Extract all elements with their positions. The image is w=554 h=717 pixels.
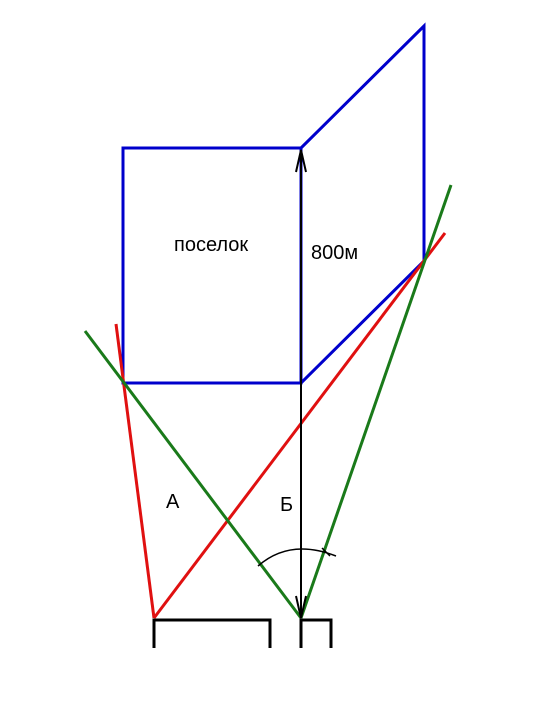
red-line-a-left	[114, 323, 156, 619]
angle-arc	[257, 548, 337, 567]
distance-label: 800м	[311, 242, 358, 264]
angle-arc-tick	[321, 547, 331, 557]
green-sight-lines	[83, 184, 453, 619]
point-a-label: А	[166, 491, 180, 513]
distance-arrow-head-bottom	[295, 595, 307, 619]
red-line-a-right	[152, 232, 447, 619]
green-line-b-left	[83, 330, 303, 619]
base-marker-b	[299, 618, 333, 648]
point-b-label: Б	[280, 494, 293, 516]
red-sight-lines	[114, 232, 447, 619]
village-outline	[121, 22, 426, 386]
base-marker-a	[152, 618, 272, 648]
distance-arrow-head-top	[295, 149, 307, 173]
village-square	[121, 146, 303, 385]
village-label: поселок	[174, 234, 248, 256]
green-line-b-right	[299, 184, 453, 619]
base-markers	[152, 618, 333, 648]
distance-arrow	[295, 149, 307, 619]
village-parallelogram	[298, 22, 426, 386]
